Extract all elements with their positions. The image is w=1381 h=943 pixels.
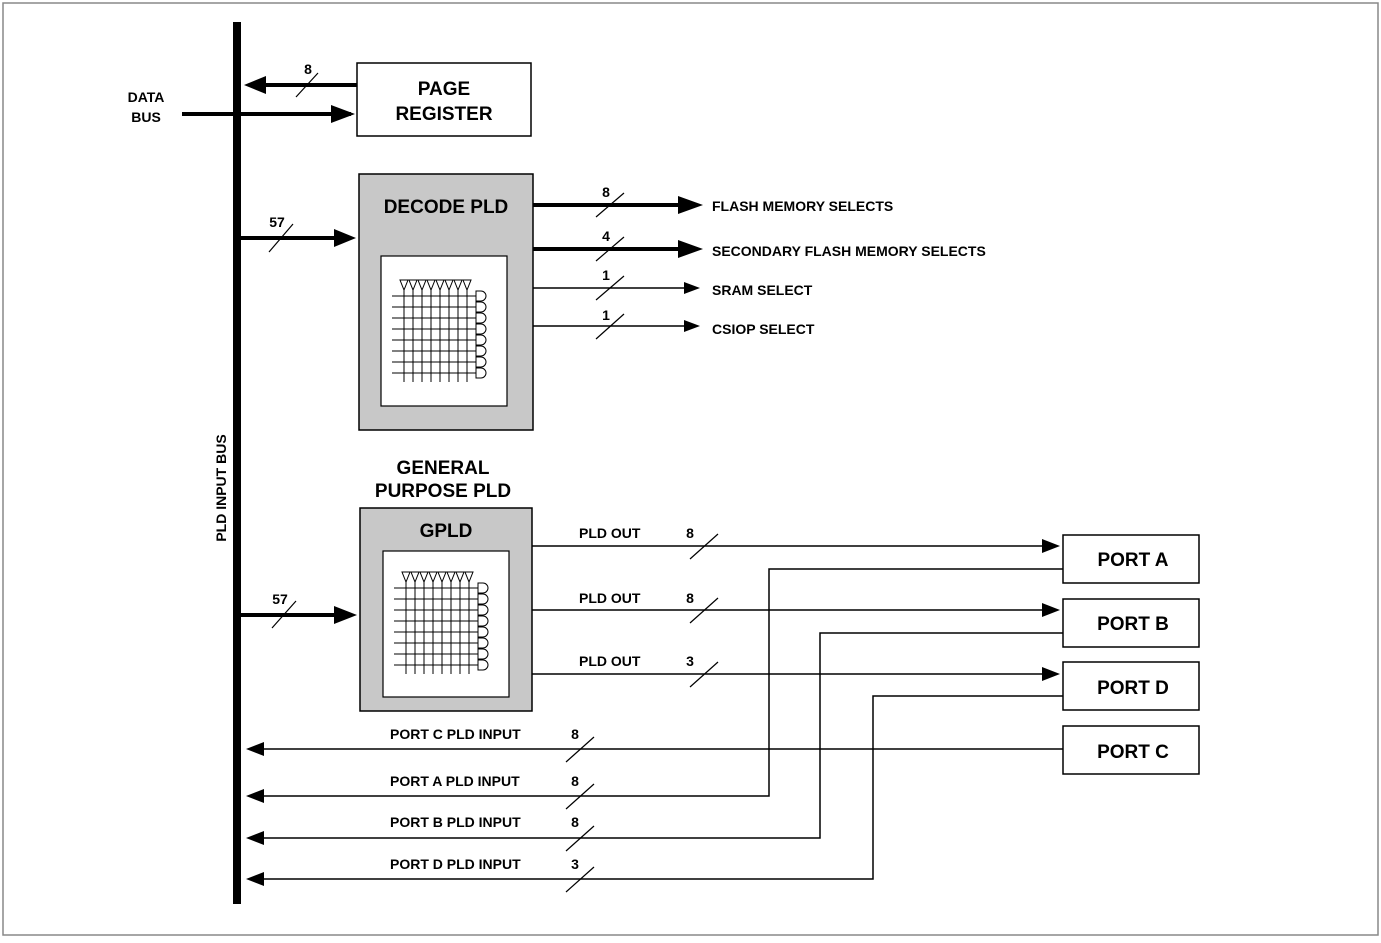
gpld-caption-line2: PURPOSE PLD bbox=[375, 481, 511, 502]
decode-output-flash: 8 FLASH MEMORY SELECTS bbox=[533, 184, 893, 218]
port-a-input-line: PORT A PLD INPUT 8 bbox=[246, 568, 1063, 810]
csiop-select-label: CSIOP SELECT bbox=[712, 321, 815, 337]
gpld-caption-line1: GENERAL bbox=[397, 458, 490, 479]
gpld-array-panel bbox=[382, 550, 510, 698]
decode-output-sram: 1 SRAM SELECT bbox=[533, 267, 813, 301]
pld-out-d-width: 3 bbox=[686, 653, 694, 669]
decode-output-secondary-flash: 4 SECONDARY FLASH MEMORY SELECTS bbox=[533, 228, 986, 262]
pld-out-a-label: PLD OUT bbox=[579, 525, 641, 541]
flash-selects-label: FLASH MEMORY SELECTS bbox=[712, 198, 893, 214]
decode-pld-and-array-icon bbox=[392, 279, 487, 382]
gpld-title: GPLD bbox=[420, 521, 473, 542]
gpld-input-slash bbox=[271, 600, 297, 629]
port-b-input-label: PORT B PLD INPUT bbox=[390, 814, 521, 830]
gpld-input-width: 57 bbox=[272, 591, 288, 607]
page-register-box bbox=[356, 62, 532, 137]
gpld-output-port-a: PLD OUT 8 bbox=[532, 525, 1060, 560]
port-a-input-label: PORT A PLD INPUT bbox=[390, 773, 520, 789]
gpld-output-port-d: PLD OUT 3 bbox=[532, 653, 1060, 688]
pld-input-bus-label: PLD INPUT BUS bbox=[213, 434, 229, 541]
port-d-box bbox=[1062, 661, 1200, 711]
secondary-flash-selects-label: SECONDARY FLASH MEMORY SELECTS bbox=[712, 243, 986, 259]
port-a-label: PORT A bbox=[1097, 550, 1168, 571]
data-bus-arrowhead bbox=[331, 105, 355, 123]
decode-pld-input-slash bbox=[268, 223, 294, 253]
secondary-flash-selects-width: 4 bbox=[602, 228, 610, 244]
decode-output-csiop: 1 CSIOP SELECT bbox=[533, 307, 815, 340]
gpld-output-port-b: PLD OUT 8 bbox=[532, 590, 1060, 624]
port-c-input-line: PORT C PLD INPUT 8 bbox=[246, 726, 1063, 763]
port-a-input-width: 8 bbox=[571, 773, 579, 789]
port-b-input-line: PORT B PLD INPUT 8 bbox=[246, 632, 1063, 852]
port-c-box bbox=[1062, 725, 1200, 775]
port-d-label: PORT D bbox=[1097, 678, 1169, 699]
page-register-label-line1: PAGE bbox=[418, 79, 470, 100]
pld-out-b-label: PLD OUT bbox=[579, 590, 641, 606]
sram-select-label: SRAM SELECT bbox=[712, 282, 813, 298]
decode-pld-input-arrowhead bbox=[334, 229, 356, 247]
port-c-label: PORT C bbox=[1097, 742, 1169, 763]
port-c-input-width: 8 bbox=[571, 726, 579, 742]
port-d-input-width: 3 bbox=[571, 856, 579, 872]
decode-pld-array-panel bbox=[380, 255, 508, 407]
gpld-input-arrowhead bbox=[334, 606, 357, 624]
port-a-box bbox=[1062, 534, 1200, 584]
data-bus-label-line1: DATA bbox=[128, 89, 165, 105]
sram-select-width: 1 bbox=[602, 267, 610, 283]
page-register-bus-slash bbox=[295, 72, 319, 98]
port-b-box bbox=[1062, 598, 1200, 648]
port-c-input-label: PORT C PLD INPUT bbox=[390, 726, 521, 742]
port-b-input-width: 8 bbox=[571, 814, 579, 830]
pld-out-a-width: 8 bbox=[686, 525, 694, 541]
page-register-label-line2: REGISTER bbox=[395, 104, 492, 125]
pld-out-d-label: PLD OUT bbox=[579, 653, 641, 669]
flash-selects-width: 8 bbox=[602, 184, 610, 200]
page-register-bus-width: 8 bbox=[304, 61, 312, 77]
port-d-input-line: PORT D PLD INPUT 3 bbox=[246, 695, 1063, 893]
port-d-input-label: PORT D PLD INPUT bbox=[390, 856, 521, 872]
decode-pld-input-width: 57 bbox=[269, 214, 285, 230]
page-register-arrowhead bbox=[244, 76, 266, 94]
pld-out-b-width: 8 bbox=[686, 590, 694, 606]
decode-pld-title: DECODE PLD bbox=[384, 197, 509, 218]
csiop-select-width: 1 bbox=[602, 307, 610, 323]
data-bus-label-line2: BUS bbox=[131, 109, 161, 125]
gpld-and-array-icon bbox=[394, 571, 489, 674]
port-b-label: PORT B bbox=[1097, 614, 1169, 635]
